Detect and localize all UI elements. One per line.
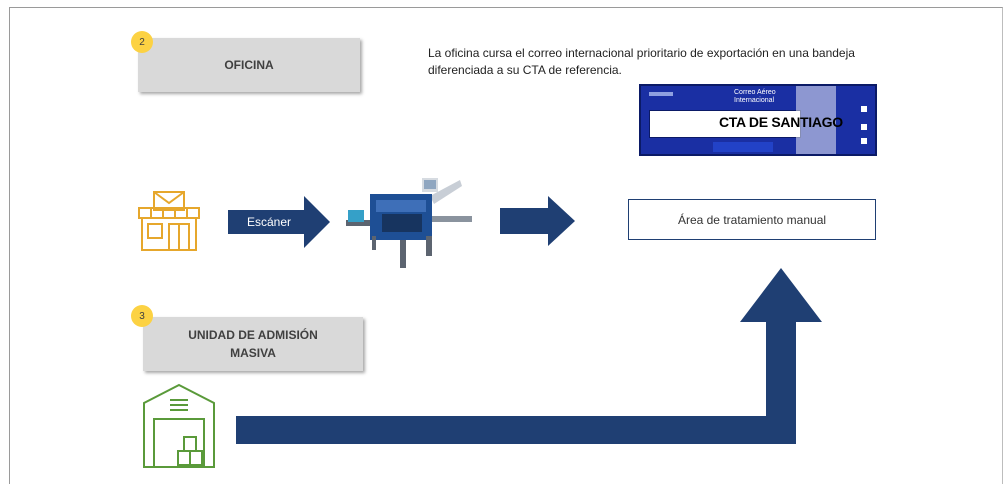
step-unidad-box: UNIDAD DE ADMISIÓN MASIVA bbox=[143, 317, 363, 371]
manual-treatment-area: Área de tratamiento manual bbox=[628, 199, 876, 240]
to-manual-arrow bbox=[500, 196, 575, 246]
cta-santiago-text: CTA DE SANTIAGO bbox=[719, 114, 843, 130]
step-3-badge: 3 bbox=[131, 305, 153, 327]
warehouse-icon bbox=[143, 383, 215, 468]
step-oficina-box: OFICINA bbox=[138, 38, 360, 92]
step-oficina-title: OFICINA bbox=[224, 58, 274, 72]
envelope-label-image: Correo Aéreo Internacional bbox=[639, 84, 877, 156]
manual-treatment-label: Área de tratamiento manual bbox=[677, 212, 827, 227]
diagram-frame bbox=[9, 7, 1003, 484]
l-shaped-flow-arrow bbox=[236, 268, 822, 444]
scanner-arrow-label: Escáner bbox=[246, 215, 292, 229]
scanner-arrow bbox=[228, 196, 330, 248]
label-brand-text: Correo Aéreo Internacional bbox=[734, 89, 776, 104]
description-text: La oficina cursa el correo internacional… bbox=[428, 46, 855, 77]
office-mail-icon bbox=[138, 191, 200, 251]
step-unidad-title: UNIDAD DE ADMISIÓN MASIVA bbox=[188, 328, 318, 360]
scanner-machine-icon bbox=[346, 178, 472, 268]
step-2-badge: 2 bbox=[131, 31, 153, 53]
